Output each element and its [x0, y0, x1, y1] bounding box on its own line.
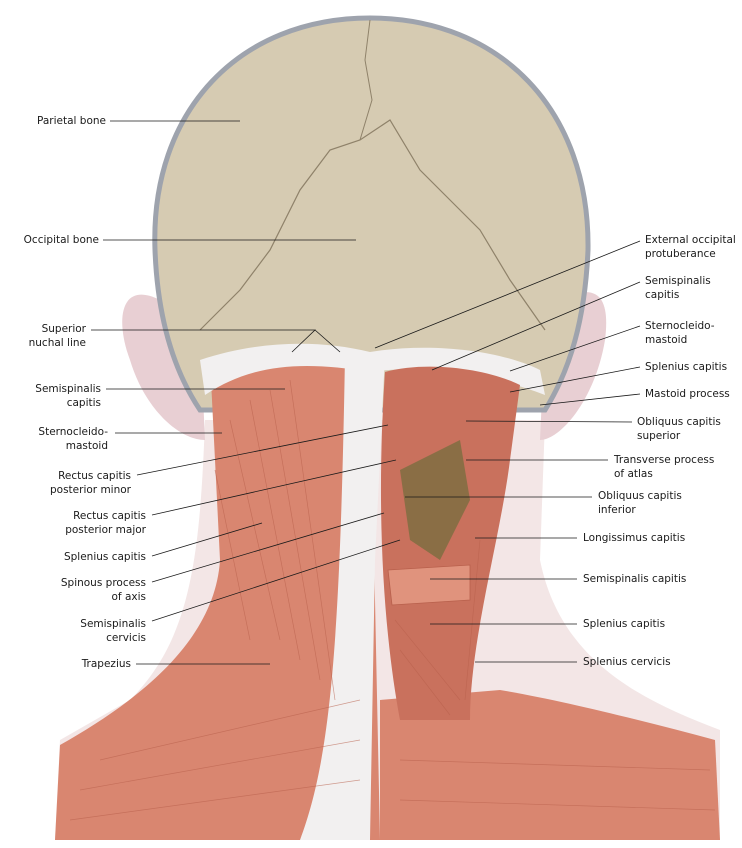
label-line: Obliquus capitis — [598, 490, 682, 502]
label-spinous-process-of-axis: Spinous process of axis — [61, 576, 146, 604]
label-line: of atlas — [614, 468, 653, 480]
label-occipital-bone: Occipital bone — [24, 233, 99, 247]
label-line: Rectus capitis — [58, 470, 131, 482]
tendon-band — [200, 343, 545, 395]
label-transverse-process-of-atlas: Transverse process of atlas — [614, 453, 714, 481]
label-superior-nuchal-line: Superior nuchal line — [29, 322, 86, 350]
label-semispinalis-capitis-right: Semispinalis capitis — [645, 274, 711, 302]
label-line: Superior — [41, 323, 86, 335]
label-line: Semispinalis — [80, 618, 146, 630]
label-parietal-bone: Parietal bone — [37, 114, 106, 128]
label-semispinalis-capitis-deep: Semispinalis capitis — [583, 572, 686, 586]
label-line: Sternocleido- — [38, 426, 108, 438]
label-line: capitis — [645, 289, 680, 301]
label-line: Rectus capitis — [73, 510, 146, 522]
label-line: posterior minor — [50, 484, 131, 496]
nuchal-ligament — [300, 355, 385, 840]
label-line: inferior — [598, 504, 636, 516]
label-line: Splenius capitis — [583, 618, 666, 630]
label-line: Sternocleido- — [645, 320, 715, 332]
label-line: Splenius capitis — [645, 361, 728, 373]
label-line: of axis — [111, 591, 147, 603]
label-line: Semispinalis — [35, 383, 101, 395]
semispinalis-deep — [387, 564, 471, 606]
label-line: protuberance — [645, 248, 716, 260]
label-line: cervicis — [106, 632, 146, 644]
label-line: superior — [637, 430, 681, 442]
label-line: Occipital bone — [23, 234, 99, 246]
label-trapezius: Trapezius — [82, 657, 131, 671]
label-line: Mastoid process — [645, 388, 730, 400]
muscle-fibers — [69, 379, 716, 821]
label-mastoid-process: Mastoid process — [645, 387, 730, 401]
label-line: Transverse process — [614, 454, 715, 466]
skull — [152, 15, 591, 413]
deep-dissection — [380, 366, 520, 720]
label-line: capitis — [66, 397, 101, 409]
label-obliquus-capitis-superior: Obliquus capitis superior — [637, 415, 721, 443]
label-line: Trapezius — [81, 658, 131, 670]
label-semispinalis-capitis-left: Semispinalis capitis — [35, 382, 101, 410]
label-longissimus-capitis: Longissimus capitis — [583, 531, 685, 545]
label-splenius-cervicis: Splenius cervicis — [583, 655, 671, 669]
label-line: Splenius cervicis — [583, 656, 671, 668]
label-splenius-capitis-right: Splenius capitis — [645, 360, 727, 374]
label-line: posterior major — [65, 524, 146, 536]
label-line: Obliquus capitis — [637, 416, 721, 428]
label-splenius-capitis-left: Splenius capitis — [64, 550, 146, 564]
suboccipital-triangle — [400, 440, 470, 560]
label-sternocleidomastoid-right: Sternocleido-mastoid — [645, 319, 715, 347]
label-line: mastoid — [65, 440, 108, 452]
label-line: Semispinalis capitis — [583, 573, 687, 585]
leader-lines — [91, 120, 641, 665]
label-line: Spinous process — [60, 577, 146, 589]
label-rectus-capitis-posterior-minor: Rectus capitis posterior minor — [50, 469, 131, 497]
label-line: Longissimus capitis — [583, 532, 686, 544]
label-line: Parietal bone — [37, 115, 106, 127]
label-line: Semispinalis — [645, 275, 711, 287]
trapezius-muscle — [55, 352, 380, 840]
label-splenius-capitis-deep: Splenius capitis — [583, 617, 665, 631]
label-line: nuchal line — [28, 337, 86, 349]
label-line: External occipital — [645, 234, 736, 246]
label-obliquus-capitis-inferior: Obliquus capitis inferior — [598, 489, 682, 517]
label-sternocleidomastoid-left: Sternocleido-mastoid — [38, 425, 108, 453]
label-line: mastoid — [645, 334, 688, 346]
sagittal-suture — [359, 19, 373, 141]
label-semispinalis-cervicis: Semispinalis cervicis — [80, 617, 146, 645]
lambdoid-suture — [199, 119, 546, 331]
label-line: Splenius capitis — [63, 551, 146, 563]
label-external-occipital-protuberance: External occipital protuberance — [645, 233, 736, 261]
label-rectus-capitis-posterior-major: Rectus capitis posterior major — [65, 509, 146, 537]
